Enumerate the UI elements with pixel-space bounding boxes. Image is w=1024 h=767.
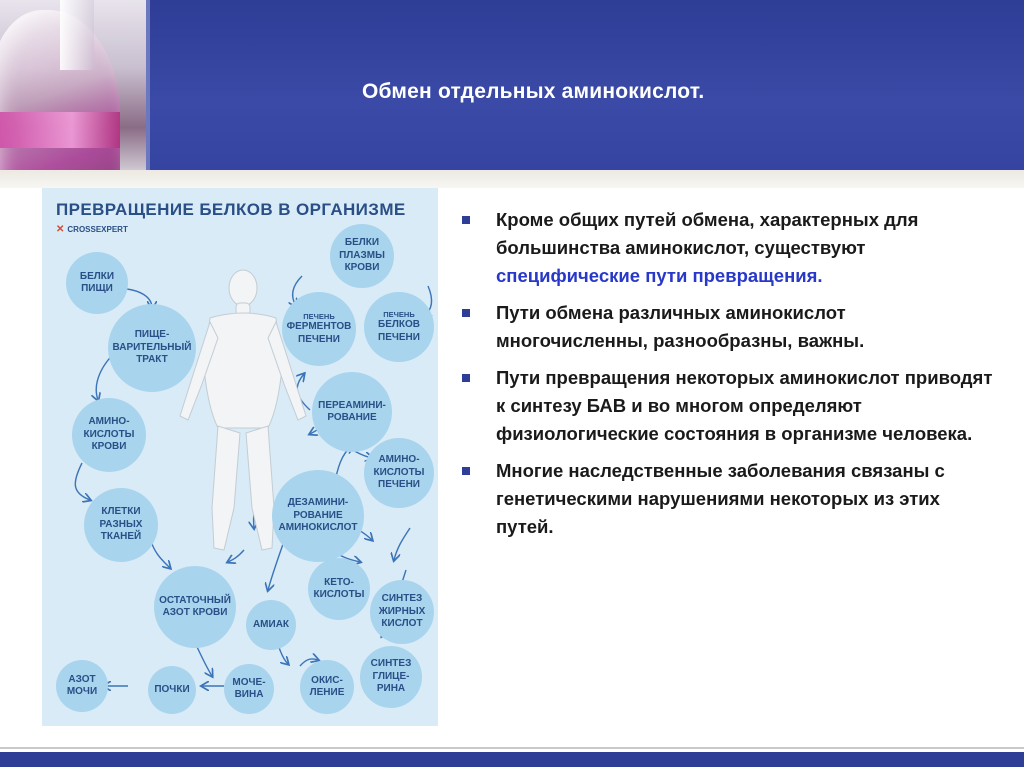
- bullet-item-2: Пути обмена различных аминокислот многоч…: [462, 299, 1002, 355]
- bullet-square-icon: [462, 374, 470, 382]
- node-keto-acids: КЕТО- КИСЛОТЫ: [308, 558, 370, 620]
- bullet-list: Кроме общих путей обмена, характерных дл…: [462, 206, 1002, 550]
- brand-name: CROSSEXPERT: [67, 225, 128, 234]
- bullet-item-4: Многие наследственные заболевания связан…: [462, 457, 1002, 541]
- node-plasma-proteins: БЕЛКИ ПЛАЗМЫ КРОВИ: [330, 224, 394, 288]
- node-glycerin-synthesis: СИНТЕЗ ГЛИЦЕ- РИНА: [360, 646, 422, 708]
- bullet-item-3: Пути превращения некоторых аминокислот п…: [462, 364, 1002, 448]
- header-divider: [146, 0, 150, 170]
- node-blood-amino-acids: АМИНО- КИСЛОТЫ КРОВИ: [72, 398, 146, 472]
- node-urea: МОЧЕ- ВИНА: [224, 664, 274, 714]
- header-subband: [0, 170, 1024, 188]
- node-deamination: ДЕЗАМИНИ- РОВАНИЕ АМИНОКИСЛОТ: [272, 470, 364, 562]
- footer-line: [0, 747, 1024, 749]
- node-liver-amino-acids: АМИНО- КИСЛОТЫ ПЕЧЕНИ: [364, 438, 434, 508]
- bullet-square-icon: [462, 216, 470, 224]
- node-digestive-tract: ПИЩЕ- ВАРИТЕЛЬНЫЙ ТРАКТ: [108, 304, 196, 392]
- node-fatty-acid-synthesis: СИНТЕЗ ЖИРНЫХ КИСЛОТ: [370, 580, 434, 644]
- node-residual-nitrogen: ОСТАТОЧНЫЙ АЗОТ КРОВИ: [154, 566, 236, 648]
- protein-conversion-infographic: ПРЕВРАЩЕНИЕ БЕЛКОВ В ОРГАНИЗМЕ ✕ CROSSEX…: [42, 188, 438, 726]
- human-figure: [179, 269, 307, 551]
- flask-image: [0, 0, 146, 170]
- bullet-square-icon: [462, 467, 470, 475]
- brand-x-icon: ✕: [56, 224, 65, 235]
- slide-title: Обмен отдельных аминокислот.: [362, 80, 705, 103]
- infographic-brand: ✕ CROSSEXPERT: [56, 224, 128, 235]
- bullet-highlight: специфические пути превращения.: [496, 265, 823, 286]
- node-food-proteins: БЕЛКИ ПИЩИ: [66, 252, 128, 314]
- slide-header: Обмен отдельных аминокислот.: [0, 0, 1024, 170]
- node-transamination: ПЕРЕАМИНИ- РОВАНИЕ: [312, 372, 392, 452]
- node-kidneys: ПОЧКИ: [148, 666, 196, 714]
- node-urine-nitrogen: АЗОТ МОЧИ: [56, 660, 108, 712]
- node-oxidation: ОКИС- ЛЕНИЕ: [300, 660, 354, 714]
- node-ammonia: АМИАК: [246, 600, 296, 650]
- slide-footer: [0, 752, 1024, 767]
- node-tissue-cells: КЛЕТКИ РАЗНЫХ ТКАНЕЙ: [84, 488, 158, 562]
- bullet-square-icon: [462, 309, 470, 317]
- infographic-title: ПРЕВРАЩЕНИЕ БЕЛКОВ В ОРГАНИЗМЕ: [56, 200, 406, 219]
- bullet-item-1: Кроме общих путей обмена, характерных дл…: [462, 206, 1002, 290]
